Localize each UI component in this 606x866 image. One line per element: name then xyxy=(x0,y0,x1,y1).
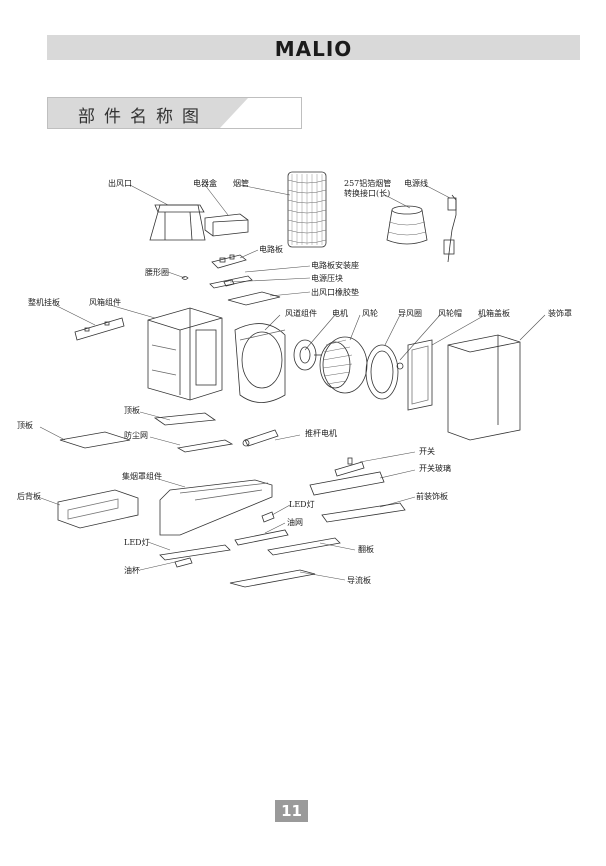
label-aluminum-duct: 257铝箔烟管 xyxy=(344,179,392,188)
air-guide-ring-part xyxy=(365,344,399,400)
label-decorative-cover: 装饰罩 xyxy=(548,309,572,318)
label-shaped-ring: 腰形圈 xyxy=(145,268,169,277)
switch-glass-part xyxy=(309,471,385,496)
label-impeller-cap: 风轮帽 xyxy=(438,309,462,318)
shaped-ring-part xyxy=(181,276,189,280)
circuit-board-part xyxy=(211,254,247,269)
label-oil-filter: 油网 xyxy=(287,518,303,527)
label-electrical-box: 电器盒 xyxy=(193,179,217,188)
rear-back-plate-part xyxy=(57,489,139,529)
top-board-part xyxy=(59,431,131,449)
label-baffle-plate: 翻板 xyxy=(358,545,374,554)
power-cord-part xyxy=(443,194,457,263)
label-led-light-upper: LED灯 xyxy=(289,500,315,509)
label-switch: 开关 xyxy=(419,447,435,456)
board-mount-part xyxy=(209,275,253,289)
guard-net-part xyxy=(176,439,234,453)
label-front-trim-plate: 前装饰板 xyxy=(416,492,448,501)
power-clamp-part xyxy=(223,279,235,287)
section-header: 部件名称图 xyxy=(47,97,302,129)
label-air-guide-ring: 导风圈 xyxy=(398,309,422,318)
header-bar: MALIO xyxy=(47,35,580,61)
led-light-upper-part xyxy=(261,511,275,523)
smoke-collector-part xyxy=(159,479,273,536)
leader-lines xyxy=(37,184,546,581)
page-number: 11 xyxy=(275,800,308,822)
electrical-box-part xyxy=(204,213,249,237)
label-housing-cover: 机箱盖板 xyxy=(478,309,510,318)
brand-logo: MALIO xyxy=(274,37,353,61)
chimney-part xyxy=(287,171,327,248)
label-outlet-gasket: 出风口橡胶垫 xyxy=(311,288,359,297)
outlet-gasket-part xyxy=(227,291,281,306)
label-rear-hanging-plate: 整机挂板 xyxy=(28,298,60,307)
label-air-outlet: 出风口 xyxy=(108,179,132,188)
section-header-background xyxy=(48,98,248,128)
housing-cover-part xyxy=(407,339,433,411)
label-circuit-board: 电路板 xyxy=(259,245,283,254)
guide-plate-part xyxy=(229,569,316,588)
label-board-mount: 电路板安装座 xyxy=(311,261,359,270)
duct-assembly-part xyxy=(234,323,286,403)
label-push-rod-motor: 推杆电机 xyxy=(305,429,337,438)
aluminum-duct-part xyxy=(386,205,428,245)
label-led-light-lower: LED灯 xyxy=(124,538,150,547)
label-top-board: 顶板 xyxy=(17,421,33,430)
rear-hanging-plate-part xyxy=(74,317,125,341)
label-oil-cup: 油杯 xyxy=(124,566,140,575)
label-chimney: 烟管 xyxy=(233,179,249,188)
motor-part xyxy=(293,339,322,371)
label-motor: 电机 xyxy=(332,309,348,318)
air-outlet-part xyxy=(149,204,206,241)
section-title: 部件名称图 xyxy=(78,107,208,127)
baffle-plate-part xyxy=(267,537,341,556)
label-smoke-collector-assembly: 集烟罩组件 xyxy=(122,472,162,481)
push-rod-motor-part xyxy=(242,429,279,447)
label-impeller: 风轮 xyxy=(362,309,378,318)
switch-part xyxy=(334,457,365,477)
label-power-clamp: 电源压块 xyxy=(311,274,343,283)
label-power-cord: 电源线 xyxy=(404,179,428,188)
label-fan-housing-assembly: 风箱组件 xyxy=(89,298,121,307)
led-light-lower-part xyxy=(159,544,231,561)
label-switch-glass: 开关玻璃 xyxy=(419,464,451,473)
label-adapter: 转换接口(长) xyxy=(344,189,391,198)
label-rear-back-plate: 后背板 xyxy=(17,492,41,501)
label-guard-net: 防尘网 xyxy=(124,431,148,440)
top-plate-part xyxy=(153,412,217,426)
oil-filter-part xyxy=(234,529,289,546)
label-duct-assembly: 风道组件 xyxy=(285,309,317,318)
impeller-cap-part xyxy=(396,362,404,370)
front-trim-plate-part xyxy=(321,502,406,523)
impeller-part xyxy=(319,336,368,394)
label-guide-plate: 导流板 xyxy=(347,576,371,585)
oil-cup-part xyxy=(174,557,193,568)
decorative-cover-part xyxy=(447,334,521,441)
label-top-plate: 顶板 xyxy=(124,406,140,415)
fan-housing-part xyxy=(147,307,223,401)
